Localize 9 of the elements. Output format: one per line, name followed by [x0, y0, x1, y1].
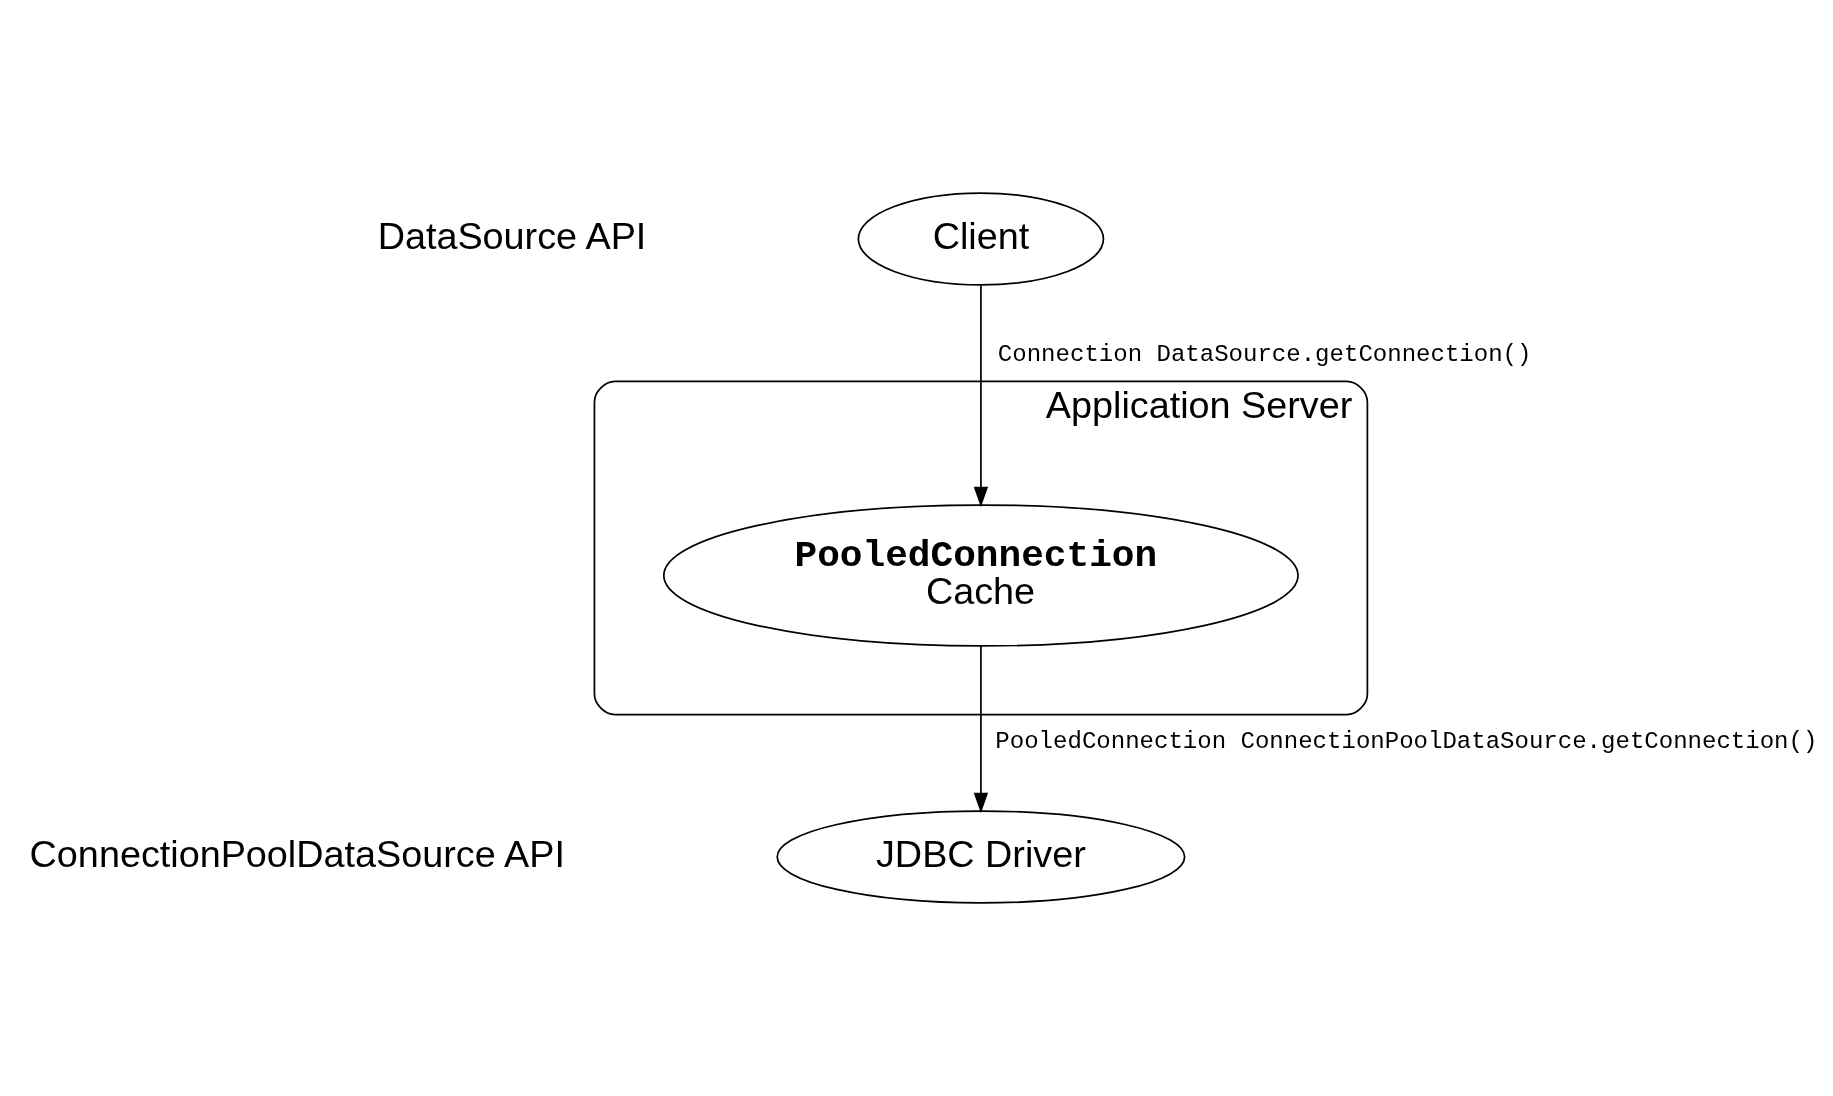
node-ellipse: PooledConnection Cache: [662, 504, 1299, 647]
arrow: [973, 645, 989, 814]
arrow: [973, 284, 989, 508]
node-ellipse: Client: [857, 192, 1105, 286]
edge-label: Connection DataSource.getConnection(): [997, 341, 1532, 369]
label: ConnectionPoolDataSource API: [29, 832, 565, 875]
node-ellipse: JDBC Driver: [776, 810, 1186, 904]
label: DataSource API: [377, 214, 647, 257]
edge-label: PooledConnection ConnectionPoolDataSource.getConnection(): [995, 727, 1818, 755]
